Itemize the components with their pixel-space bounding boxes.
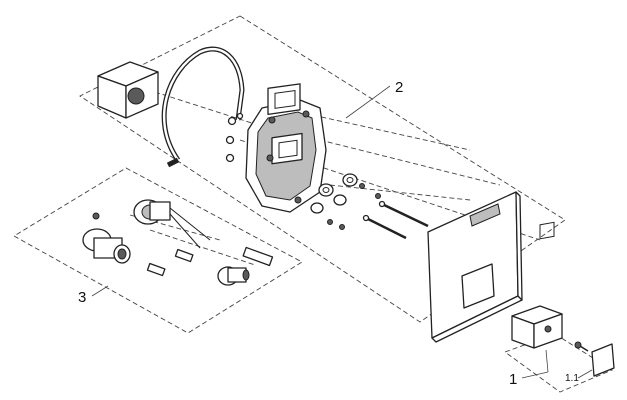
diverter-unit (133, 199, 211, 249)
spacer-nuts (310, 173, 381, 230)
cover-plate (427, 191, 523, 343)
frame-screws (225, 112, 244, 163)
mounting-frame (245, 83, 327, 213)
wire-bracket (161, 46, 245, 168)
mounting-block (97, 61, 159, 119)
callout-2: 2 (395, 79, 403, 96)
long-screws (362, 200, 429, 240)
cap-and-screw (574, 341, 615, 377)
callout-3: 3 (78, 289, 86, 306)
assembly-plane-3 (13, 167, 303, 334)
leader-lines (91, 85, 593, 379)
hose-connectors (146, 246, 274, 286)
callout-1: 1 (509, 371, 517, 388)
cartridge-cube (511, 221, 563, 349)
valve-cartridge (82, 212, 131, 264)
callout-1-1: 1.1 (565, 373, 579, 384)
